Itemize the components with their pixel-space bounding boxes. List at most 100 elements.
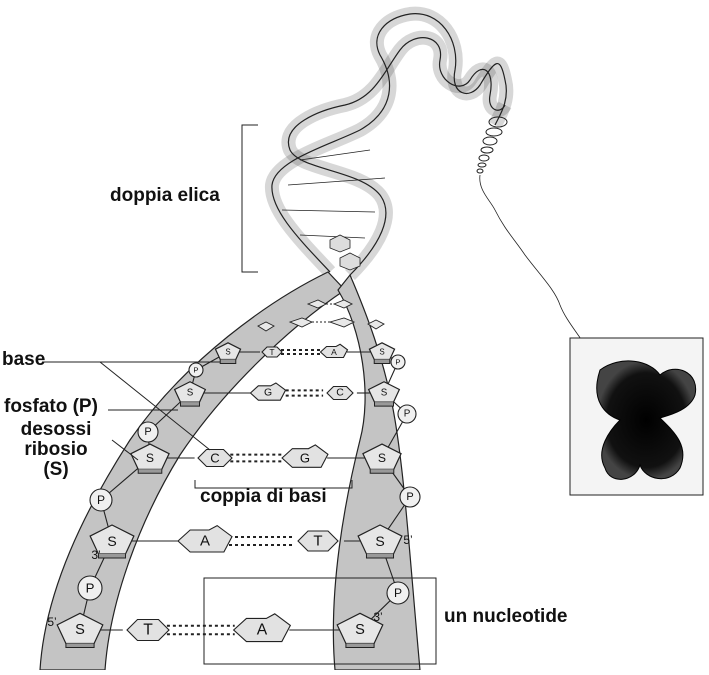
sugar-pentagon-edge [345, 643, 375, 648]
phosphate-symbol: P [404, 409, 411, 420]
base-letter-right: T [313, 533, 322, 550]
label-deoxyribose-3: (S) [43, 458, 69, 480]
coil [480, 146, 494, 154]
label-phosphate: fosfato (P) [4, 396, 98, 417]
label-double-helix: doppia elica [110, 185, 220, 206]
helix-strand-b [281, 30, 512, 280]
base-shape-left [126, 618, 170, 642]
label-base: base [2, 349, 46, 370]
prime-3-left: 3’ [91, 548, 100, 562]
leader-lines [42, 124, 437, 665]
base-shape-left [197, 448, 233, 468]
base-letter-left: T [269, 347, 274, 357]
phosphate-circle [397, 404, 417, 424]
base-letter-left: A [200, 533, 210, 550]
sugar-symbol: S [381, 388, 388, 399]
sugar-pentagon-edge [65, 643, 95, 648]
phosphate-circle [137, 421, 159, 443]
sugar-symbol: S [379, 348, 384, 357]
base-shape-left [261, 346, 283, 358]
base-letter-left: G [264, 388, 272, 399]
sugar-symbol: S [146, 451, 154, 465]
upper-helix [264, 6, 514, 280]
prime-5-right: 5’ [403, 533, 412, 547]
chromosome-shape [596, 360, 697, 480]
chromosome-panel [569, 337, 704, 496]
sugar-symbol: S [225, 348, 230, 357]
base-letter-right: C [336, 388, 344, 399]
helix-rung [281, 209, 376, 213]
base-shape-right [297, 530, 339, 552]
phosphate-circle [188, 362, 204, 378]
sugar-pentagon-edge [369, 469, 395, 474]
sugar-pentagon-edge [97, 553, 127, 559]
helix-strand-a [264, 6, 514, 277]
coil-tail [476, 116, 586, 346]
helix-rung [299, 234, 366, 239]
sugar-pentagon-edge [219, 359, 237, 364]
phosphate-symbol: P [394, 586, 402, 600]
leader-base [99, 361, 211, 451]
base-letter-right: A [257, 622, 268, 639]
label-deoxyribose: desossi ribosio (S) [8, 420, 104, 480]
label-nucleotide: un nucleotide [444, 606, 568, 627]
label-deoxyribose-1: desossi [20, 419, 92, 440]
base-shape-left [249, 382, 287, 401]
prime-3-right: 3’ [373, 610, 382, 624]
nucleotide-frame [203, 577, 437, 665]
sugar-symbol: S [187, 388, 194, 399]
helix-strand-b-edge [287, 37, 506, 276]
sugar-symbol: S [378, 451, 386, 465]
prime-5-left: 5’ [47, 615, 56, 629]
helix-rung [299, 149, 371, 161]
phosphate-symbol: P [86, 581, 95, 596]
base-shape-right [326, 385, 354, 401]
sugar-symbol: S [75, 622, 85, 638]
label-base-pair: coppia di basi [200, 486, 327, 507]
coil [478, 154, 490, 162]
coil [485, 127, 503, 137]
helix-strand-a-edge [271, 13, 507, 273]
base-shape-right [281, 444, 329, 468]
coil [488, 116, 508, 128]
coil [477, 162, 487, 168]
chromatin-thread [479, 174, 586, 346]
sugar-symbol: S [375, 533, 384, 549]
helix-base-ring [329, 234, 351, 253]
phosphate-symbol: P [406, 491, 413, 503]
label-deoxyribose-2: ribosio [24, 438, 88, 460]
sugar-pentagon-edge [180, 402, 200, 407]
phosphate-symbol: P [97, 493, 105, 507]
phosphate-circle [77, 575, 103, 601]
sugar-symbol: S [107, 533, 116, 549]
base-shape-right [232, 613, 292, 643]
leader-sugar [111, 439, 139, 461]
small-base-pairs [257, 299, 385, 332]
sugar-pentagon-edge [373, 359, 391, 364]
base-letter-left: C [210, 451, 219, 466]
bracket-double-helix [241, 124, 258, 273]
coil [482, 136, 498, 146]
phosphate-symbol: P [144, 426, 151, 438]
phosphate-circle [390, 354, 406, 370]
sugar-pentagon-edge [365, 553, 395, 559]
base-letter-right: G [300, 451, 310, 466]
phosphate-circle [386, 581, 410, 605]
sugar-pentagon-edge [137, 469, 163, 474]
coil [476, 168, 484, 174]
bracket-base-pair [194, 480, 353, 489]
sugar-symbol: S [355, 622, 365, 638]
sugar-pentagon-edge [374, 402, 394, 407]
phosphate-symbol: P [193, 366, 198, 375]
base-shape-left [177, 524, 233, 553]
phosphate-circle [399, 486, 421, 508]
base-shape-right [319, 343, 349, 359]
